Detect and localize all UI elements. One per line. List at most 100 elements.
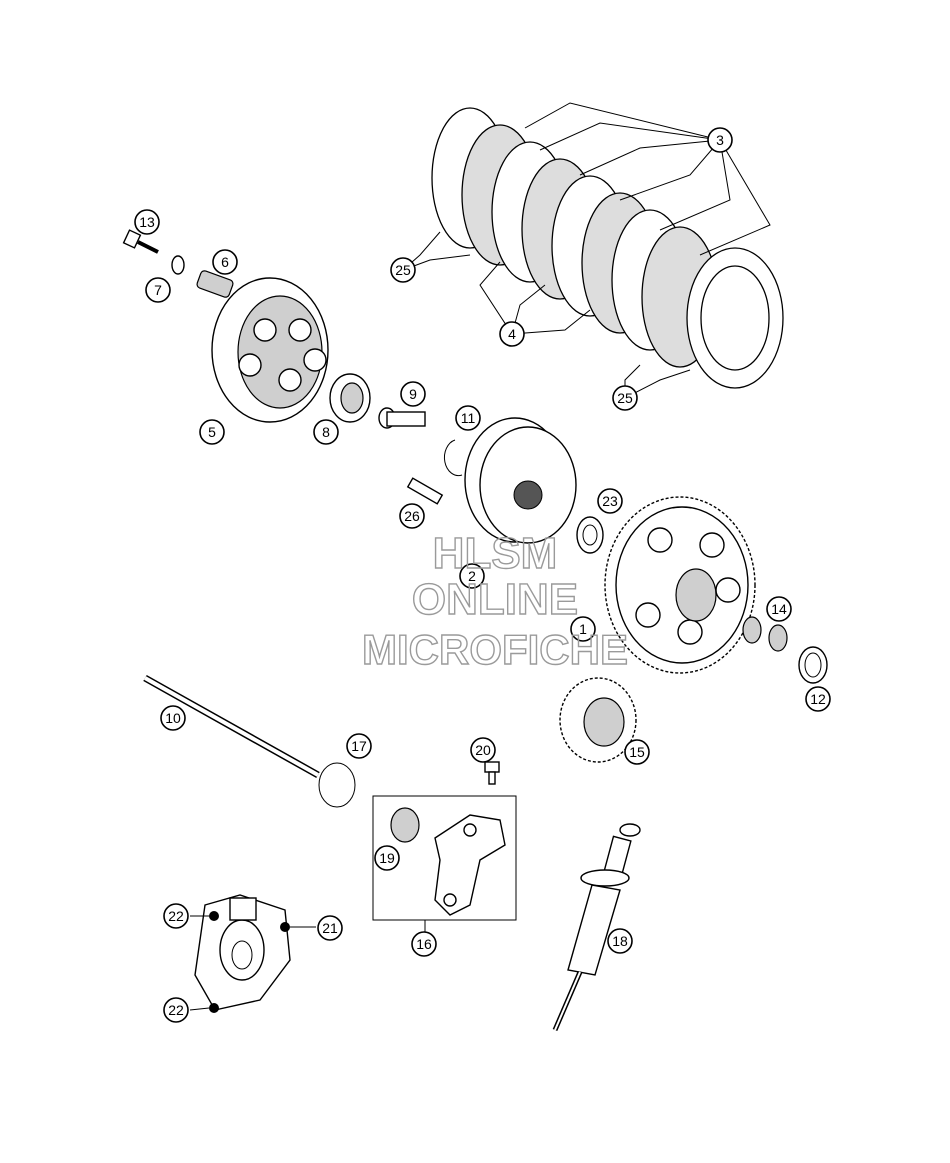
bolt[interactable] <box>122 229 159 254</box>
callout-circle <box>707 127 733 153</box>
callout-number: 23 <box>602 493 618 509</box>
callout-19[interactable]: 19 <box>374 845 400 871</box>
callout-circle <box>163 997 189 1023</box>
callout-circle <box>766 596 792 622</box>
callout-circle <box>411 931 437 957</box>
callout-number: 9 <box>409 386 417 402</box>
callout-number: 18 <box>612 933 628 949</box>
callout-20[interactable]: 20 <box>470 737 496 763</box>
callout-circle <box>390 257 416 283</box>
callout-number: 17 <box>351 738 367 754</box>
callout-13[interactable]: 13 <box>134 209 160 235</box>
callout-circle <box>459 563 485 589</box>
callout-18[interactable]: 18 <box>607 928 633 954</box>
callout-circle <box>160 705 186 731</box>
callout-6[interactable]: 6 <box>212 249 238 275</box>
callout-circle <box>570 616 596 642</box>
callout-25b[interactable]: 25 <box>612 385 638 411</box>
push-rod[interactable] <box>143 674 320 779</box>
callout-3[interactable]: 3 <box>707 127 733 153</box>
callout-circle <box>399 503 425 529</box>
grease-syringe[interactable] <box>552 823 641 1031</box>
callout-circle <box>455 405 481 431</box>
callout-circle <box>400 381 426 407</box>
callout-circle <box>313 419 339 445</box>
callout-circle <box>374 845 400 871</box>
callout-circle <box>624 739 650 765</box>
push-piece[interactable] <box>378 407 426 429</box>
callout-circle <box>163 903 189 929</box>
callout-11[interactable]: 11 <box>455 405 481 431</box>
callout-number: 6 <box>221 254 229 270</box>
callout-circle <box>199 419 225 445</box>
screw[interactable] <box>484 761 500 785</box>
callout-circle <box>499 321 525 347</box>
callout-number: 22 <box>168 1002 184 1018</box>
callout-number: 10 <box>165 710 181 726</box>
callout-26[interactable]: 26 <box>399 503 425 529</box>
callout-23[interactable]: 23 <box>597 488 623 514</box>
callout-17[interactable]: 17 <box>346 733 372 759</box>
callout-number: 25 <box>395 262 411 278</box>
callout-number: 15 <box>629 744 645 760</box>
callout-8[interactable]: 8 <box>313 419 339 445</box>
callout-25a[interactable]: 25 <box>390 257 416 283</box>
callout-number: 13 <box>139 214 155 230</box>
callout-number: 8 <box>322 424 330 440</box>
bearing[interactable] <box>329 373 371 423</box>
callout-number: 19 <box>379 850 395 866</box>
o-ring[interactable] <box>318 762 356 808</box>
callout-21[interactable]: 21 <box>317 915 343 941</box>
watermark-line3: MICROFICHE <box>362 626 628 673</box>
callout-number: 26 <box>404 508 420 524</box>
spring[interactable] <box>196 270 234 299</box>
clutch-plate-stack[interactable] <box>402 102 784 399</box>
gear[interactable] <box>559 677 637 763</box>
callout-22a[interactable]: 22 <box>163 903 189 929</box>
callout-circle <box>134 209 160 235</box>
callout-number: 5 <box>208 424 216 440</box>
callout-circle <box>470 737 496 763</box>
callout-7[interactable]: 7 <box>145 277 171 303</box>
callout-10[interactable]: 10 <box>160 705 186 731</box>
callout-number: 11 <box>461 410 476 426</box>
callout-circle <box>346 733 372 759</box>
pressure-plate[interactable] <box>211 277 329 423</box>
clutch-basket-primary-gear[interactable] <box>604 496 756 674</box>
circlip[interactable] <box>443 439 463 477</box>
callout-circle <box>145 277 171 303</box>
inner-clutch-hub[interactable] <box>464 417 577 544</box>
callout-14[interactable]: 14 <box>766 596 792 622</box>
callout-circle <box>805 686 831 712</box>
callout-5[interactable]: 5 <box>199 419 225 445</box>
callout-number: 12 <box>810 691 826 707</box>
needle-bearing[interactable] <box>742 616 788 652</box>
callout-12[interactable]: 12 <box>805 686 831 712</box>
callout-number: 7 <box>154 282 162 298</box>
callout-number: 22 <box>168 908 184 924</box>
washer[interactable] <box>171 255 185 275</box>
callout-4[interactable]: 4 <box>499 321 525 347</box>
callout-22b[interactable]: 22 <box>163 997 189 1023</box>
callout-labels: 1234567891011121314151617181920212222232… <box>134 127 831 1023</box>
callout-9[interactable]: 9 <box>400 381 426 407</box>
callout-circle <box>212 249 238 275</box>
callout-1[interactable]: 1 <box>570 616 596 642</box>
release-cover[interactable] <box>189 894 316 1013</box>
release-shaft-group[interactable] <box>372 795 517 935</box>
callout-number: 2 <box>468 568 476 584</box>
watermark: HLSM ONLINE MICROFICHE <box>361 528 628 673</box>
callout-number: 3 <box>716 132 724 148</box>
callout-number: 20 <box>475 742 491 758</box>
callout-circle <box>597 488 623 514</box>
callout-2[interactable]: 2 <box>459 563 485 589</box>
callout-15[interactable]: 15 <box>624 739 650 765</box>
callout-number: 16 <box>416 936 432 952</box>
callout-number: 1 <box>579 621 587 637</box>
callout-circle <box>607 928 633 954</box>
pin[interactable] <box>406 477 444 505</box>
washer[interactable] <box>798 646 828 684</box>
watermark-line2: ONLINE <box>412 575 578 624</box>
callout-16[interactable]: 16 <box>411 931 437 957</box>
thrust-washer[interactable] <box>576 516 604 554</box>
